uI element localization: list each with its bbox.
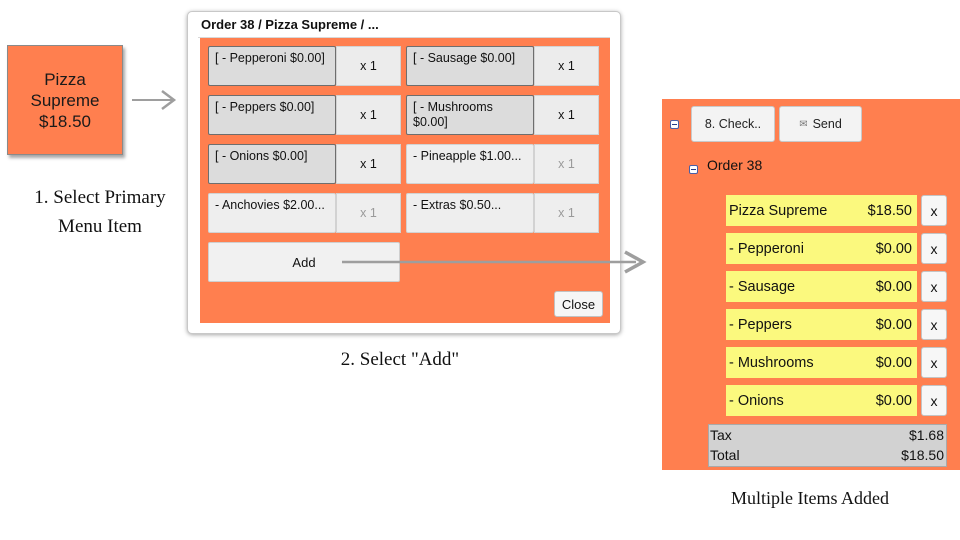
step1-caption-line1: 1. Select Primary bbox=[34, 187, 166, 208]
total-row: Total $18.50 bbox=[709, 445, 946, 465]
tile-name-line2: Supreme bbox=[30, 90, 100, 110]
option-name-button[interactable]: - Extras $0.50... bbox=[406, 193, 534, 233]
option-name-button[interactable]: - Pineapple $1.00... bbox=[406, 144, 534, 184]
tile-name-line1: Pizza bbox=[44, 69, 86, 89]
item-name: - Pepperoni bbox=[729, 240, 804, 257]
remove-item-button[interactable]: x bbox=[921, 347, 947, 378]
option-qty-button[interactable]: x 1 bbox=[336, 144, 401, 184]
item-price: $18.50 bbox=[867, 202, 912, 219]
order-item-row[interactable]: Pizza Supreme $18.50 bbox=[726, 195, 917, 226]
remove-item-button[interactable]: x bbox=[921, 309, 947, 340]
item-name: - Mushrooms bbox=[729, 354, 814, 371]
check-button[interactable]: 8. Check.. bbox=[691, 106, 775, 142]
remove-item-button[interactable]: x bbox=[921, 195, 947, 226]
tax-value: $1.68 bbox=[908, 427, 944, 443]
option-qty-button[interactable]: x 1 bbox=[336, 95, 401, 135]
collapse-icon[interactable] bbox=[689, 165, 698, 174]
remove-item-button[interactable]: x bbox=[921, 233, 947, 264]
send-icon: ✉ bbox=[799, 118, 808, 130]
option-peppers[interactable]: [ - Peppers $0.00] x 1 bbox=[208, 95, 401, 135]
item-name: Pizza Supreme bbox=[729, 202, 828, 219]
dialog-title: Order 38 / Pizza Supreme / ... bbox=[201, 17, 379, 32]
item-price: $0.00 bbox=[875, 240, 912, 257]
item-name: - Peppers bbox=[729, 316, 792, 333]
option-qty-button[interactable]: x 1 bbox=[534, 95, 599, 135]
order-item-row[interactable]: - Onions $0.00 bbox=[726, 385, 917, 416]
step1-caption-line2: Menu Item bbox=[58, 216, 142, 237]
step1-caption: 1. Select Primary Menu Item bbox=[20, 183, 180, 241]
order-item-row[interactable]: - Mushrooms $0.00 bbox=[726, 347, 917, 378]
item-price: $0.00 bbox=[875, 316, 912, 333]
option-name-button[interactable]: [ - Peppers $0.00] bbox=[208, 95, 336, 135]
order-label: Order 38 bbox=[707, 157, 763, 173]
option-name-button[interactable]: [ - Pepperoni $0.00] bbox=[208, 46, 336, 86]
option-name-button[interactable]: [ - Onions $0.00] bbox=[208, 144, 336, 184]
order-panel: 8. Check.. ✉ Send Order 38 Pizza Supreme… bbox=[662, 99, 960, 470]
option-pepperoni[interactable]: [ - Pepperoni $0.00] x 1 bbox=[208, 46, 401, 86]
option-name-button[interactable]: [ - Sausage $0.00] bbox=[406, 46, 534, 86]
item-price: $0.00 bbox=[875, 392, 912, 409]
total-value: $18.50 bbox=[901, 447, 944, 463]
option-qty-button[interactable]: x 1 bbox=[336, 193, 401, 233]
tax-label: Tax bbox=[710, 427, 732, 443]
option-mushrooms[interactable]: [ - Mushrooms $0.00] x 1 bbox=[406, 95, 599, 135]
item-name: - Onions bbox=[729, 392, 784, 409]
arrow-right-icon bbox=[132, 90, 177, 110]
remove-item-button[interactable]: x bbox=[921, 385, 947, 416]
order-item-row[interactable]: - Peppers $0.00 bbox=[726, 309, 917, 340]
order-item-row[interactable]: - Pepperoni $0.00 bbox=[726, 233, 917, 264]
option-anchovies[interactable]: - Anchovies $2.00... x 1 bbox=[208, 193, 401, 233]
send-label: Send bbox=[812, 117, 842, 131]
item-price: $0.00 bbox=[875, 354, 912, 371]
step3-caption: Multiple Items Added bbox=[731, 488, 889, 508]
option-sausage[interactable]: [ - Sausage $0.00] x 1 bbox=[406, 46, 599, 86]
order-item-row[interactable]: - Sausage $0.00 bbox=[726, 271, 917, 302]
option-qty-button[interactable]: x 1 bbox=[534, 144, 599, 184]
step2-caption: 2. Select "Add" bbox=[340, 349, 460, 370]
tile-price: $18.50 bbox=[39, 111, 91, 131]
option-qty-button[interactable]: x 1 bbox=[534, 46, 599, 86]
pizza-supreme-menu-tile[interactable]: Pizza Supreme $18.50 bbox=[7, 45, 123, 155]
order-totals: Tax $1.68 Total $18.50 bbox=[708, 424, 947, 467]
tax-row: Tax $1.68 bbox=[709, 425, 946, 445]
option-extras[interactable]: - Extras $0.50... x 1 bbox=[406, 193, 599, 233]
option-onions[interactable]: [ - Onions $0.00] x 1 bbox=[208, 144, 401, 184]
remove-item-button[interactable]: x bbox=[921, 271, 947, 302]
title-divider bbox=[198, 37, 610, 38]
option-qty-button[interactable]: x 1 bbox=[336, 46, 401, 86]
item-price: $0.00 bbox=[875, 278, 912, 295]
total-label: Total bbox=[710, 447, 740, 463]
arrow-right-icon bbox=[342, 250, 647, 274]
item-name: - Sausage bbox=[729, 278, 796, 295]
modifier-dialog: Order 38 / Pizza Supreme / ... [ - Peppe… bbox=[187, 11, 621, 334]
option-qty-button[interactable]: x 1 bbox=[534, 193, 599, 233]
close-button[interactable]: Close bbox=[554, 291, 603, 317]
option-pineapple[interactable]: - Pineapple $1.00... x 1 bbox=[406, 144, 599, 184]
option-name-button[interactable]: - Anchovies $2.00... bbox=[208, 193, 336, 233]
option-name-button[interactable]: [ - Mushrooms $0.00] bbox=[406, 95, 534, 135]
collapse-icon[interactable] bbox=[670, 120, 679, 129]
send-button[interactable]: ✉ Send bbox=[779, 106, 862, 142]
